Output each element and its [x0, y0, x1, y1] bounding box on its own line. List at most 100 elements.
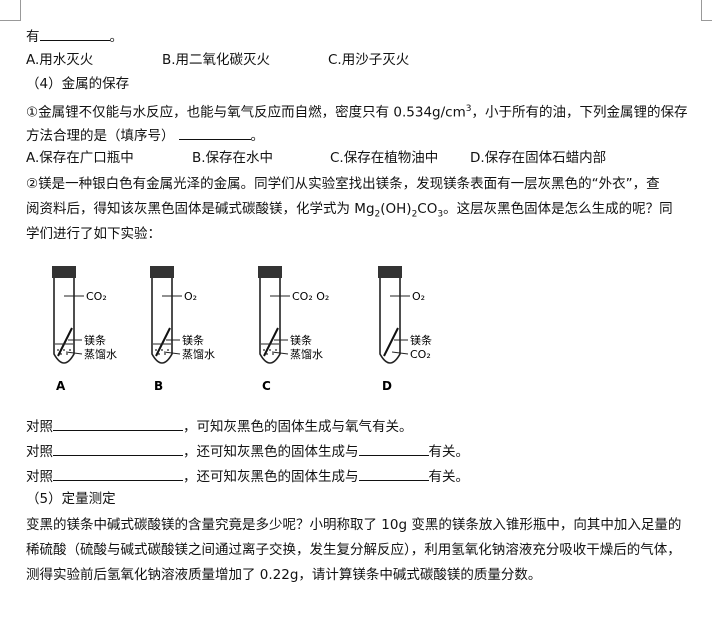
q2-sub-3: 3	[437, 209, 444, 220]
q1-line-2: 方法合理的是（填序号） 。	[26, 125, 264, 145]
q2-line-2: 阅资料后，得知该灰黑色固体是碱式碳酸镁，化学式为 Mg2(OH)2CO3。这层灰…	[26, 200, 673, 224]
tube-b-stopper	[150, 266, 174, 278]
q5-line-2: 稀硫酸（硫酸与碱式碳酸镁之间通过离子交换，发生复分解反应），利用氢氧化钠溶液充分…	[26, 542, 681, 558]
tube-c-water-dot	[269, 349, 271, 351]
tube-b-water-dot	[161, 349, 163, 351]
tail-suffix: 。	[109, 29, 124, 45]
tube-d-stopper	[378, 266, 402, 278]
tube-a-tube	[53, 278, 75, 364]
tube-a-water-dot	[66, 353, 68, 355]
question-tail-line: 有。	[26, 26, 123, 46]
tube-a-water-dot	[63, 349, 65, 351]
compare-3-blank-2[interactable]	[358, 466, 429, 481]
q2-text-c: CO	[417, 201, 438, 217]
compare-3-blank[interactable]	[53, 466, 183, 481]
fire-option-c: C.用沙子灭火	[328, 52, 410, 68]
compare-3-middle: ，还可知灰黑色的固体生成与	[183, 469, 359, 485]
q1-answer-blank[interactable]	[178, 125, 251, 140]
compare-3-suffix: 有关。	[428, 469, 470, 485]
tube-b-gas-label: O₂	[184, 290, 197, 303]
tube-b-mg-strip	[155, 327, 171, 357]
tube-a-letter: A	[56, 379, 66, 393]
tail-prefix: 有	[26, 29, 40, 45]
page-corner-mark-left	[0, 0, 21, 21]
compare-2-suffix: 有关。	[428, 444, 470, 460]
compare-2-prefix: 对照	[26, 444, 53, 460]
compare-3-prefix: 对照	[26, 469, 53, 485]
q1-suffix: 。	[250, 128, 265, 144]
q2-sub-2: 2	[411, 209, 418, 220]
tube-a-water-dot	[60, 353, 62, 355]
tube-a-label-2: 蒸馏水	[84, 347, 117, 361]
tube-d-gas-label: O₂	[412, 290, 425, 303]
tube-b-letter: B	[154, 379, 163, 393]
fire-option-b: B.用二氧化碳灭火	[162, 52, 271, 68]
q2-sub-1: 2	[374, 209, 381, 220]
tube-c-water-dot	[266, 353, 268, 355]
q1-text-b: ，小于所有的油，下列金属锂的保存	[471, 104, 688, 121]
tube-a-water-dot	[57, 349, 59, 351]
tube-a-pointer-2	[65, 351, 83, 355]
tube-b-label-2: 蒸馏水	[182, 347, 215, 361]
page-corner-mark-right	[701, 0, 712, 21]
storage-option-b: B.保存在水中	[192, 150, 274, 166]
compare-2-middle: ，还可知灰黑色的固体生成与	[183, 444, 359, 460]
tube-c-gas-label: CO₂ O₂	[292, 290, 329, 303]
tube-a-water-dot	[69, 349, 71, 351]
compare-1-middle: ，可知灰黑色的固体生成与氧气有关。	[183, 419, 413, 435]
tube-b-pointer-2	[163, 351, 181, 355]
tube-c-water-dot	[272, 353, 274, 355]
tube-b-water-dot	[167, 349, 169, 351]
tube-c-stopper	[258, 266, 282, 278]
q2-line-3: 学们进行了如下实验：	[26, 226, 161, 242]
tube-d-letter: D	[382, 379, 392, 393]
tube-c-tube	[259, 278, 281, 364]
storage-options-line: A.保存在广口瓶中 B.保存在水中 C.保存在植物油中 D.保存在固体石蜡内部	[26, 149, 606, 167]
q5-line-3: 测得实验前后氢氧化钠溶液质量增加了 0.22g，请计算镁条中碱式碳酸镁的质量分数…	[26, 567, 542, 583]
q1-line-1: ①金属锂不仅能与水反应，也能与氧气反应而自燃，密度只有 0.534g/cm3，小…	[26, 100, 687, 122]
tube-c-mg-strip	[263, 327, 279, 357]
tube-c-pointer-2	[271, 351, 289, 355]
tube-c-label-2: 蒸馏水	[290, 347, 323, 361]
section-5-title: （5）定量测定	[26, 491, 116, 507]
q1-text-a: ①金属锂不仅能与水反应，也能与氧气反应而自燃，密度只有 0.534g/cm	[26, 104, 466, 121]
q2-line-1: ②镁是一种银白色有金属光泽的金属。同学们从实验室找出镁条，发现镁条表面有一层灰黑…	[26, 176, 660, 192]
compare-1-blank[interactable]	[53, 416, 183, 431]
tube-d-tube	[379, 278, 401, 364]
tube-c-label-1: 镁条	[290, 333, 312, 347]
tube-c-water-dot	[275, 349, 277, 351]
fire-option-a: A.用水灭火	[26, 52, 94, 68]
storage-option-d: D.保存在固体石蜡内部	[470, 150, 607, 166]
tube-a-stopper	[52, 266, 76, 278]
compare-line-1: 对照 ，可知灰黑色的固体生成与氧气有关。	[26, 416, 413, 436]
storage-option-a: A.保存在广口瓶中	[26, 150, 134, 166]
tube-d-mg-strip	[383, 327, 399, 357]
q1-sup: 3	[465, 104, 472, 114]
tube-d-pointer-2	[391, 351, 409, 355]
compare-2-blank-2[interactable]	[358, 441, 429, 456]
tube-b-label-1: 镁条	[182, 333, 204, 347]
compare-line-3: 对照 ，还可知灰黑色的固体生成与 有关。	[26, 466, 469, 486]
q2-text-a: 阅资料后，得知该灰黑色固体是碱式碳酸镁，化学式为 Mg	[26, 201, 375, 217]
tube-c-water-dot	[263, 349, 265, 351]
tube-a-label-1: 镁条	[84, 333, 106, 347]
tube-a-gas-label: CO₂	[86, 290, 107, 303]
section-4-title: （4）金属的保存	[26, 76, 130, 92]
compare-2-blank[interactable]	[53, 441, 183, 456]
tube-b-tube	[151, 278, 173, 364]
q2-text-d: 。这层灰黑色固体是怎么生成的呢？同	[443, 201, 673, 217]
q1-text-c: 方法合理的是（填序号）	[26, 128, 175, 144]
tube-b-water-dot	[155, 349, 157, 351]
tube-d-label-1: 镁条	[410, 333, 432, 347]
tube-b-water-dot	[158, 353, 160, 355]
answer-blank[interactable]	[39, 26, 110, 41]
compare-line-2: 对照 ，还可知灰黑色的固体生成与 有关。	[26, 441, 469, 461]
tube-c-letter: C	[262, 379, 271, 393]
storage-option-c: C.保存在植物油中	[330, 150, 439, 166]
q5-line-1: 变黑的镁条中碱式碳酸镁的含量究竟是多少呢？小明称取了 10g 变黑的镁条放入锥形…	[26, 517, 682, 533]
tube-b-water-dot	[164, 353, 166, 355]
compare-1-prefix: 对照	[26, 419, 53, 435]
tube-d-label-2: CO₂	[410, 348, 431, 361]
